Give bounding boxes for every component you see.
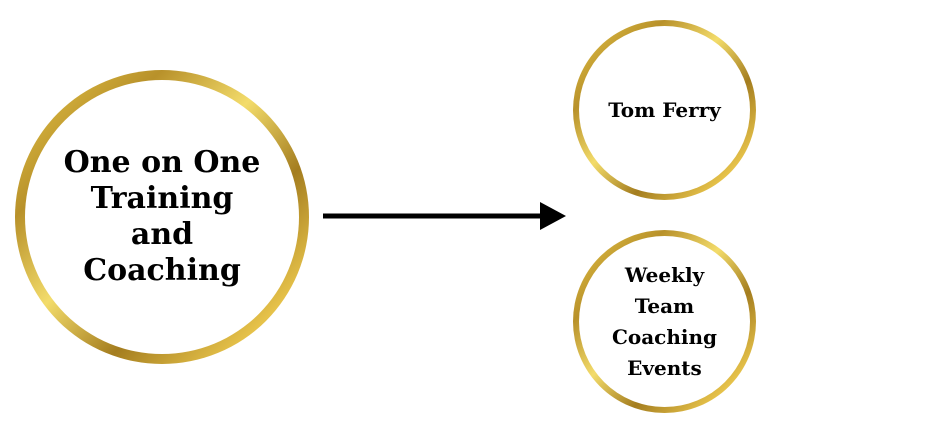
node-label-line: Coaching	[83, 253, 241, 288]
node-label-line: and	[130, 217, 194, 252]
node-label-line: One on One	[63, 145, 261, 180]
node-weekly-team-coaching-events-label: Weekly Team Coaching Events	[612, 260, 717, 384]
node-label-line: Team	[634, 293, 695, 318]
node-label-line: Tom Ferry	[608, 98, 721, 122]
node-label-line: Training	[90, 181, 234, 216]
flow-arrow	[323, 202, 566, 230]
node-tom-ferry: Tom Ferry	[573, 20, 756, 200]
node-one-on-one-training-label: One on One Training and Coaching	[64, 145, 261, 289]
node-tom-ferry-label: Tom Ferry	[608, 98, 721, 122]
node-label-line: Coaching	[611, 324, 718, 349]
arrow-head	[540, 202, 566, 230]
node-weekly-team-coaching-events: Weekly Team Coaching Events	[573, 230, 756, 413]
node-label-line: Events	[627, 355, 702, 380]
node-label-line: Weekly	[624, 262, 705, 287]
node-one-on-one-training: One on One Training and Coaching	[15, 70, 309, 364]
